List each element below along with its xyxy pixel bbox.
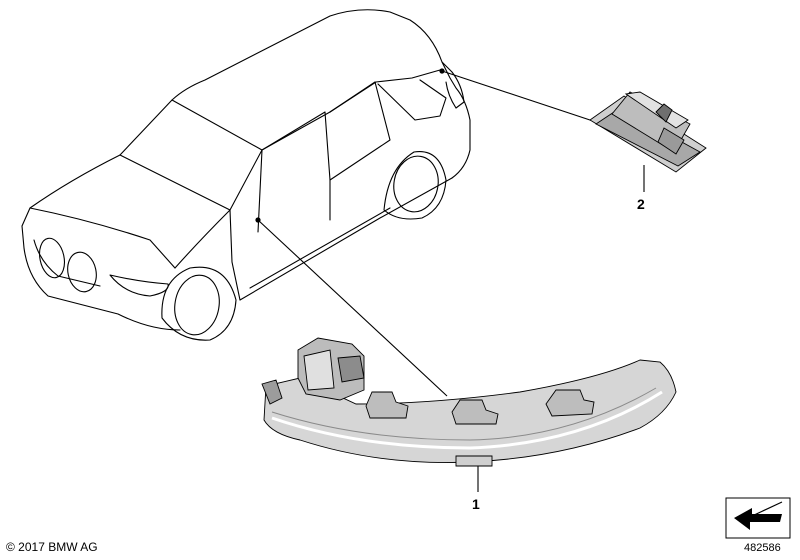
leader-lines: [255, 68, 645, 492]
diagram-number-icon: [725, 497, 791, 539]
part-2-license-plate-light: [589, 91, 707, 173]
car-outline-drawing: [21, 9, 471, 341]
callout-label-part-1: 1: [472, 496, 480, 512]
diagram-number-text: 482586: [744, 542, 781, 554]
leader-dot-part-2: [439, 68, 445, 74]
leader-line-part-1: [257, 219, 448, 397]
part-1-mirror-turn-signal: [261, 337, 677, 467]
copyright-text: © 2017 BMW AG: [6, 540, 98, 554]
leader-line-part-2: [441, 70, 597, 123]
callout-label-part-2: 2: [637, 196, 645, 212]
leader-dot-part-1: [255, 217, 261, 223]
